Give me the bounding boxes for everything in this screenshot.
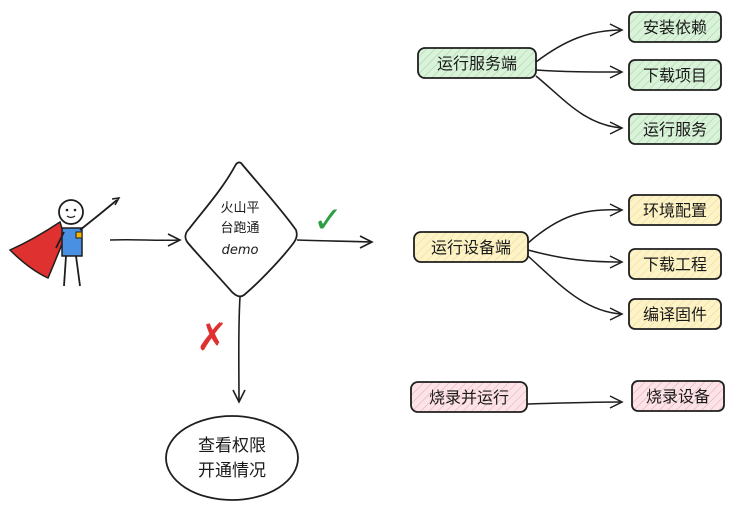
server-node-label: 运行服务端 xyxy=(437,54,517,73)
arrow-figure-to-diamond xyxy=(109,233,182,247)
device-child-3 xyxy=(628,298,722,330)
device-child-1 xyxy=(628,194,722,226)
flash-node xyxy=(410,381,528,413)
device-node xyxy=(413,231,529,263)
flash-child-1 xyxy=(631,380,725,412)
flash-node-label: 烧录并运行 xyxy=(429,388,509,407)
badge xyxy=(75,231,83,239)
group-flash: 烧录并运行 烧录设备 xyxy=(410,380,725,413)
arrow-diamond-to-right xyxy=(296,235,374,249)
device-child-2 xyxy=(628,248,722,280)
diamond-line-3: demo xyxy=(222,243,259,258)
head xyxy=(58,199,84,225)
device-node-label: 运行设备端 xyxy=(431,238,511,257)
server-child-1 xyxy=(628,11,722,43)
server-child-3 xyxy=(628,113,722,145)
device-child-3-label: 编译固件 xyxy=(643,305,707,324)
server-node xyxy=(417,47,537,79)
server-child-2 xyxy=(628,59,722,91)
diamond-line-2: 台跑通 xyxy=(220,221,259,236)
group-device: 运行设备端 环境配置 下载工程 编译固件 xyxy=(413,194,722,330)
cape-shape xyxy=(8,220,66,280)
check-icon: ✓ xyxy=(313,200,343,241)
ellipse-line-1: 查看权限 xyxy=(198,436,266,456)
permission-ellipse: 查看权限 开通情况 xyxy=(165,415,299,501)
device-child-1-label: 环境配置 xyxy=(643,201,707,220)
server-child-3-label: 运行服务 xyxy=(643,120,707,139)
server-child-2-label: 下载项目 xyxy=(643,66,707,85)
diamond-line-1: 火山平 xyxy=(220,201,259,216)
flash-child-1-label: 烧录设备 xyxy=(646,387,710,406)
cross-icon: ✗ xyxy=(196,315,228,359)
superhero-figure xyxy=(8,197,121,287)
device-child-2-label: 下载工程 xyxy=(643,255,707,274)
server-child-1-label: 安装依赖 xyxy=(643,18,707,37)
ellipse-line-2: 开通情况 xyxy=(198,461,266,481)
arrow-diamond-to-ellipse xyxy=(232,296,246,404)
decision-diamond: 火山平 台跑通 demo xyxy=(184,161,298,298)
group-server: 运行服务端 安装依赖 下载项目 运行服务 xyxy=(417,11,722,145)
